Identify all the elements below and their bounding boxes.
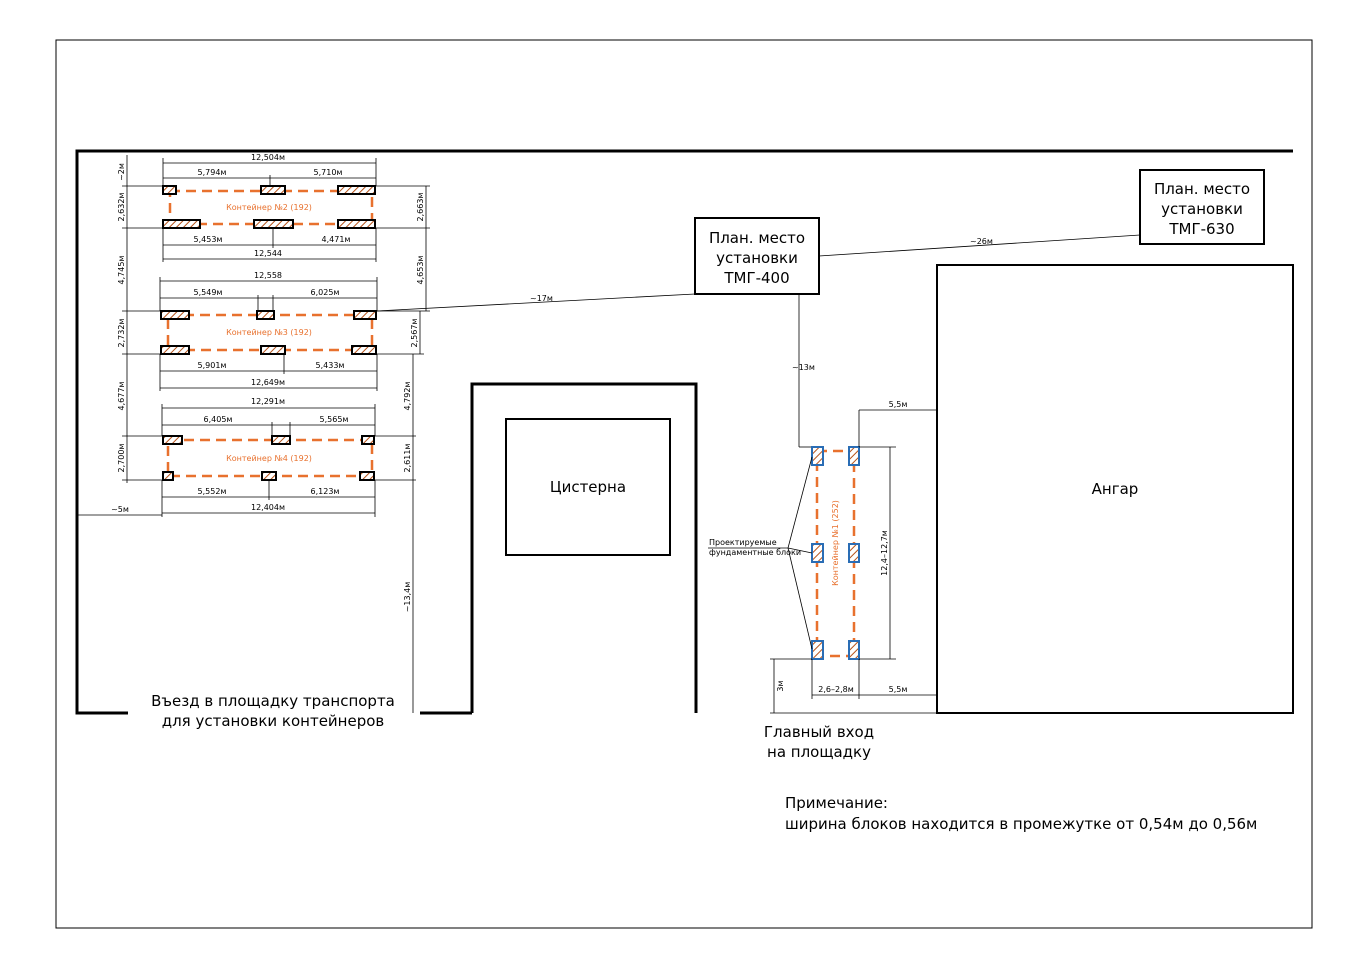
dim-left-4677: 4,677м <box>117 382 126 411</box>
dim-left-2700: 2,700м <box>117 444 126 473</box>
dim-right-2611: 2,611м <box>403 444 412 473</box>
tmg400-label-1: План. место <box>709 229 805 247</box>
cable-lines <box>376 234 1141 448</box>
c2-total-bottom: 12,544 <box>254 249 282 258</box>
c2-left-top: 5,794м <box>198 168 227 177</box>
container-4: Контейнер №4 (192) <box>161 404 376 517</box>
note-text: ширина блоков находится в промежутке от … <box>785 815 1257 833</box>
c4-total-bottom: 12,404м <box>251 503 285 512</box>
c3-left-bottom: 5,901м <box>198 361 227 370</box>
dim-gap-55-top: 5,5м <box>889 400 908 409</box>
c3-right-bottom: 5,433м <box>316 361 345 370</box>
dim-right-2663: 2,663м <box>416 193 425 222</box>
dim-left-5m: ~5м <box>111 505 129 514</box>
container-3-label: Контейнер №3 (192) <box>226 328 312 337</box>
hangar-structure <box>936 264 1294 714</box>
dim-right-4653: 4,653м <box>416 256 425 285</box>
site-walls <box>75 149 1293 715</box>
dim-gap-55-bottom: 5,5м <box>889 685 908 694</box>
container-3: Контейнер №3 (192) <box>159 277 378 391</box>
tmg630-label-1: План. место <box>1154 180 1250 198</box>
dim-c1-length: 12,4–12,7м <box>880 530 889 576</box>
c3-total-top: 12,558 <box>254 271 282 280</box>
c4-right-top: 5,565м <box>320 415 349 424</box>
left-dimension-chain <box>77 155 163 516</box>
c3-right-top: 6,025м <box>311 288 340 297</box>
note-title: Примечание: <box>785 794 888 812</box>
dim-c1-3m: 3м <box>776 680 785 691</box>
c2-total-top: 12,504м <box>251 153 285 162</box>
dim-right-134: ~13,4м <box>403 582 412 613</box>
container-2-label: Контейнер №2 (192) <box>226 203 312 212</box>
main-entrance-line-2: на площадку <box>767 743 871 761</box>
c2-right-top: 5,710м <box>314 168 343 177</box>
dim-right-2567: 2,567м <box>410 319 419 348</box>
tmg630-label-3: ТМГ-630 <box>1168 220 1234 238</box>
c4-left-bottom: 5,552м <box>198 487 227 496</box>
c2-right-bottom: 4,471м <box>322 235 351 244</box>
entry-transport-line-2: для установки контейнеров <box>162 712 385 730</box>
main-entrance-line-1: Главный вход <box>764 723 874 741</box>
dim-left-2732: 2,732м <box>117 319 126 348</box>
right-dimension-chain <box>374 185 430 713</box>
tmg630-box <box>1139 169 1265 245</box>
container-1-label: Контейнер №1 (252) <box>831 500 840 586</box>
dim-left-4745: 4,745м <box>117 256 126 285</box>
tank-structure <box>505 418 671 556</box>
container-1: Контейнер №1 (252) <box>708 409 937 714</box>
c4-right-bottom: 6,123м <box>311 487 340 496</box>
hangar-label: Ангар <box>1092 480 1139 498</box>
tank-label: Цистерна <box>550 478 626 496</box>
dim-right-4792: 4,792м <box>403 382 412 411</box>
tmg630-label-2: установки <box>1161 200 1243 218</box>
container-4-label: Контейнер №4 (192) <box>226 454 312 463</box>
foundation-label-1: Проектируемые <box>709 538 777 547</box>
c2-left-bottom: 5,453м <box>194 235 223 244</box>
dim-17m: ~17м <box>530 294 553 303</box>
tmg400-label-3: ТМГ-400 <box>723 269 789 287</box>
c4-left-top: 6,405м <box>204 415 233 424</box>
container-2: Контейнер №2 (192) <box>162 158 377 262</box>
c3-left-top: 5,549м <box>194 288 223 297</box>
dim-left-2632: 2,632м <box>117 193 126 222</box>
dim-c1-width: 2,6–2,8м <box>818 685 853 694</box>
dim-13m: ~13м <box>792 363 815 372</box>
c3-total-bottom: 12,649м <box>251 378 285 387</box>
c4-total-top: 12,291м <box>251 397 285 406</box>
dim-left-2m: ~2м <box>117 163 126 181</box>
sheet-frame <box>55 39 1313 929</box>
entry-transport-line-1: Въезд в площадку транспорта <box>151 692 395 710</box>
foundation-label-2: фундаментные блоки <box>709 548 801 557</box>
dim-26m: ~26м <box>970 237 993 246</box>
tmg400-label-2: установки <box>716 249 798 267</box>
